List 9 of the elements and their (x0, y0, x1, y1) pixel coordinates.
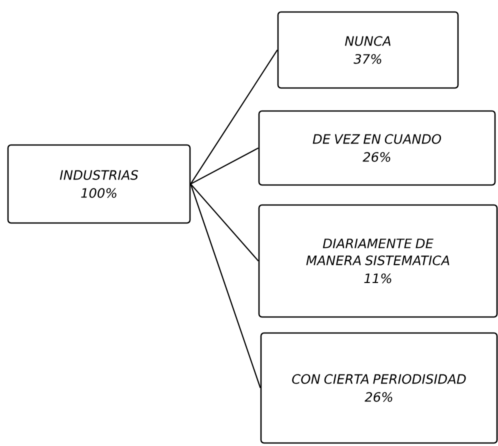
connector-line (190, 147, 259, 185)
connector-line (190, 184, 259, 262)
category-box: INDUSTRIAS 100% (7, 144, 191, 224)
category-box: CON CIERTA PERIODISIDAD 26% (260, 332, 498, 444)
category-box: NUNCA 37% (277, 11, 459, 89)
connector-line (190, 50, 278, 184)
connector-line (190, 184, 261, 388)
category-box: DE VEZ EN CUANDO 26% (258, 110, 496, 186)
category-box: DIARIAMENTE DE MANERA SISTEMATICA 11% (258, 204, 498, 318)
